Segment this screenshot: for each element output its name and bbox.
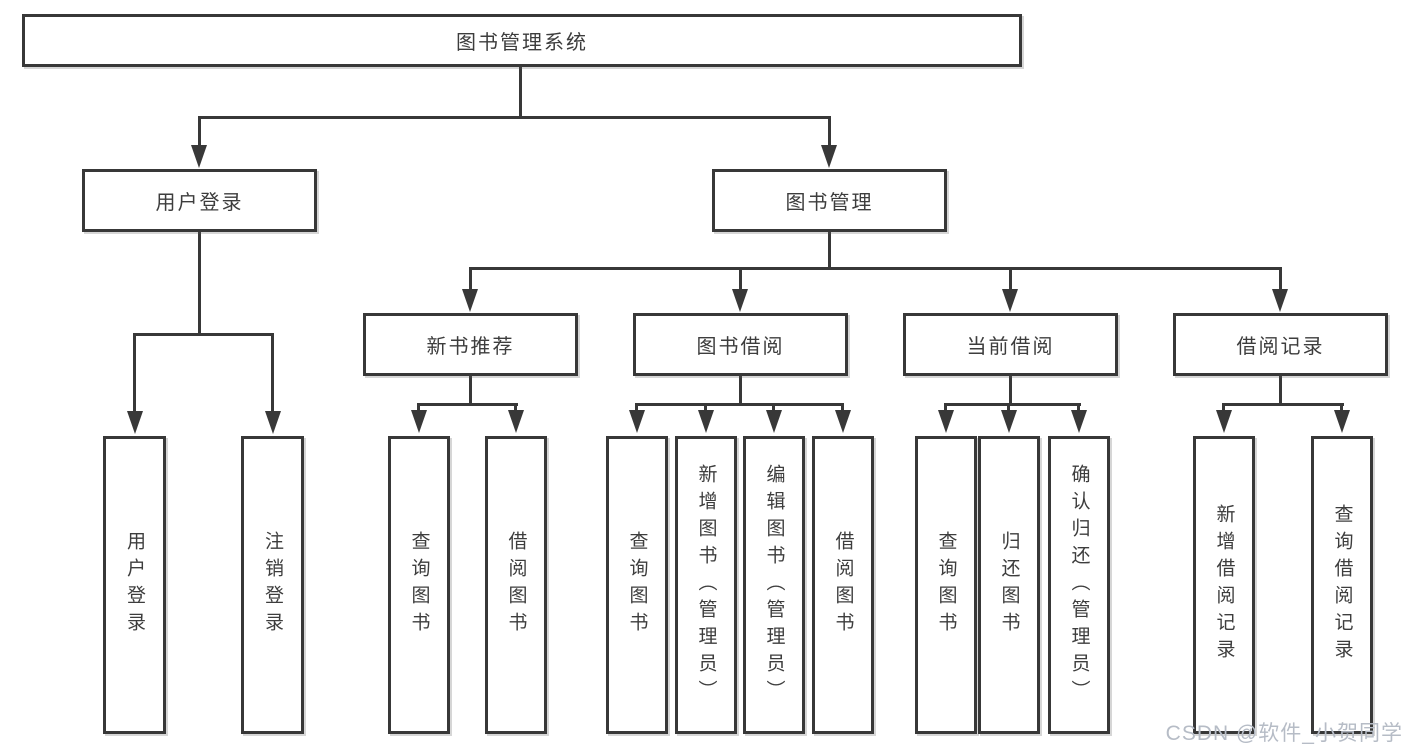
arrowhead-down-icon bbox=[191, 145, 207, 168]
arrowhead-down-icon bbox=[1216, 410, 1232, 433]
arrowhead-down-icon bbox=[629, 410, 645, 433]
arrowhead-down-icon bbox=[938, 410, 954, 433]
connector-line bbox=[828, 232, 831, 270]
connector-line bbox=[841, 403, 844, 413]
arrowhead-down-icon bbox=[821, 145, 837, 168]
arrowhead-down-icon bbox=[1334, 410, 1350, 433]
leaf-query-books-current: 查询图书 bbox=[915, 436, 977, 734]
leaf-return-book: 归还图书 bbox=[978, 436, 1040, 734]
csdn-watermark: CSDN @软件_小贺同学 bbox=[1165, 722, 1403, 745]
arrowhead-down-icon bbox=[1002, 289, 1018, 312]
connector-line bbox=[519, 67, 522, 118]
arrowhead-down-icon bbox=[1272, 289, 1288, 312]
connector-line bbox=[417, 403, 420, 413]
node-book-management: 图书管理 bbox=[712, 169, 947, 232]
connector-line bbox=[772, 403, 775, 413]
connector-line bbox=[635, 403, 638, 413]
leaf-borrow-books-recommend: 借阅图书 bbox=[485, 436, 547, 734]
connector-line bbox=[469, 376, 472, 406]
leaf-add-borrow-record: 新增借阅记录 bbox=[1193, 436, 1255, 734]
connector-line bbox=[1222, 403, 1225, 413]
node-library-management-system: 图书管理系统 bbox=[22, 14, 1022, 67]
connector-line bbox=[133, 333, 136, 413]
connector-line bbox=[635, 403, 844, 406]
arrowhead-down-icon bbox=[265, 411, 281, 434]
connector-line bbox=[1077, 403, 1080, 413]
connector-line bbox=[1340, 403, 1343, 413]
connector-line bbox=[133, 333, 274, 336]
leaf-query-borrow-record: 查询借阅记录 bbox=[1311, 436, 1373, 734]
connector-line bbox=[739, 376, 742, 406]
connector-line bbox=[739, 267, 742, 292]
leaf-confirm-return-admin: 确认归还（管理员） bbox=[1048, 436, 1110, 734]
arrowhead-down-icon bbox=[732, 289, 748, 312]
arrowhead-down-icon bbox=[835, 410, 851, 433]
connector-line bbox=[704, 403, 707, 413]
connector-line bbox=[198, 232, 201, 336]
leaf-edit-book-admin: 编辑图书（管理员） bbox=[743, 436, 805, 734]
arrowhead-down-icon bbox=[508, 410, 524, 433]
arrowhead-down-icon bbox=[1071, 410, 1087, 433]
connector-line bbox=[469, 267, 1281, 270]
connector-line bbox=[1279, 376, 1282, 406]
leaf-borrow-books-borrowing: 借阅图书 bbox=[812, 436, 874, 734]
node-current-borrowing: 当前借阅 bbox=[903, 313, 1118, 376]
connector-line bbox=[944, 403, 1081, 406]
connector-line bbox=[198, 116, 201, 149]
leaf-add-book-admin: 新增图书（管理员） bbox=[675, 436, 737, 734]
leaf-query-books-borrowing: 查询图书 bbox=[606, 436, 668, 734]
arrowhead-down-icon bbox=[1001, 410, 1017, 433]
connector-line bbox=[469, 267, 472, 292]
leaf-logout: 注销登录 bbox=[241, 436, 304, 734]
connector-line bbox=[1007, 403, 1010, 413]
arrowhead-down-icon bbox=[411, 410, 427, 433]
arrowhead-down-icon bbox=[698, 410, 714, 433]
arrowhead-down-icon bbox=[127, 411, 143, 434]
connector-line bbox=[198, 116, 831, 119]
leaf-query-books-recommend: 查询图书 bbox=[388, 436, 450, 734]
connector-line bbox=[514, 403, 517, 413]
connector-line bbox=[828, 116, 831, 149]
node-borrowing-records: 借阅记录 bbox=[1173, 313, 1388, 376]
connector-line bbox=[417, 403, 518, 406]
arrowhead-down-icon bbox=[462, 289, 478, 312]
connector-line bbox=[271, 333, 274, 413]
connector-line bbox=[944, 403, 947, 413]
leaf-user-login: 用户登录 bbox=[103, 436, 166, 734]
node-new-book-recommendation: 新书推荐 bbox=[363, 313, 578, 376]
connector-line bbox=[1009, 267, 1012, 292]
connector-line bbox=[1279, 267, 1282, 292]
connector-line bbox=[1009, 376, 1012, 406]
arrowhead-down-icon bbox=[766, 410, 782, 433]
node-user-login: 用户登录 bbox=[82, 169, 317, 232]
connector-line bbox=[1222, 403, 1344, 406]
node-book-borrowing: 图书借阅 bbox=[633, 313, 848, 376]
